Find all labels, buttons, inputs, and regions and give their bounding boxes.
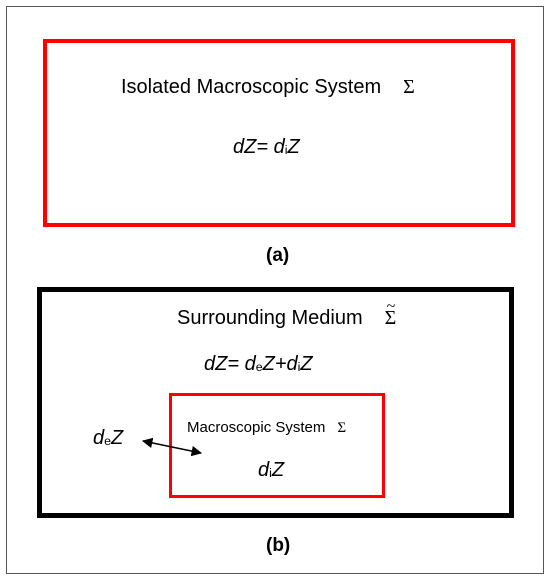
caption-a: (a) (266, 245, 290, 266)
caption-b: (b) (266, 535, 291, 556)
sigma-tilde-symbol: Σ~ (384, 298, 397, 329)
total-change-equation: dZ= deZ+diZ (204, 353, 313, 375)
sigma-symbol: Σ (403, 76, 415, 98)
isolated-equation: dZ= diZ (233, 136, 300, 158)
double-headed-arrow (141, 437, 203, 457)
internal-term-label: diZ (258, 459, 285, 481)
exchange-term-label: deZ (93, 427, 124, 449)
isolated-system-box (43, 39, 515, 227)
sigma-symbol-small: Σ (337, 420, 347, 436)
surrounding-medium-box (37, 287, 514, 518)
figure-frame (6, 6, 544, 574)
